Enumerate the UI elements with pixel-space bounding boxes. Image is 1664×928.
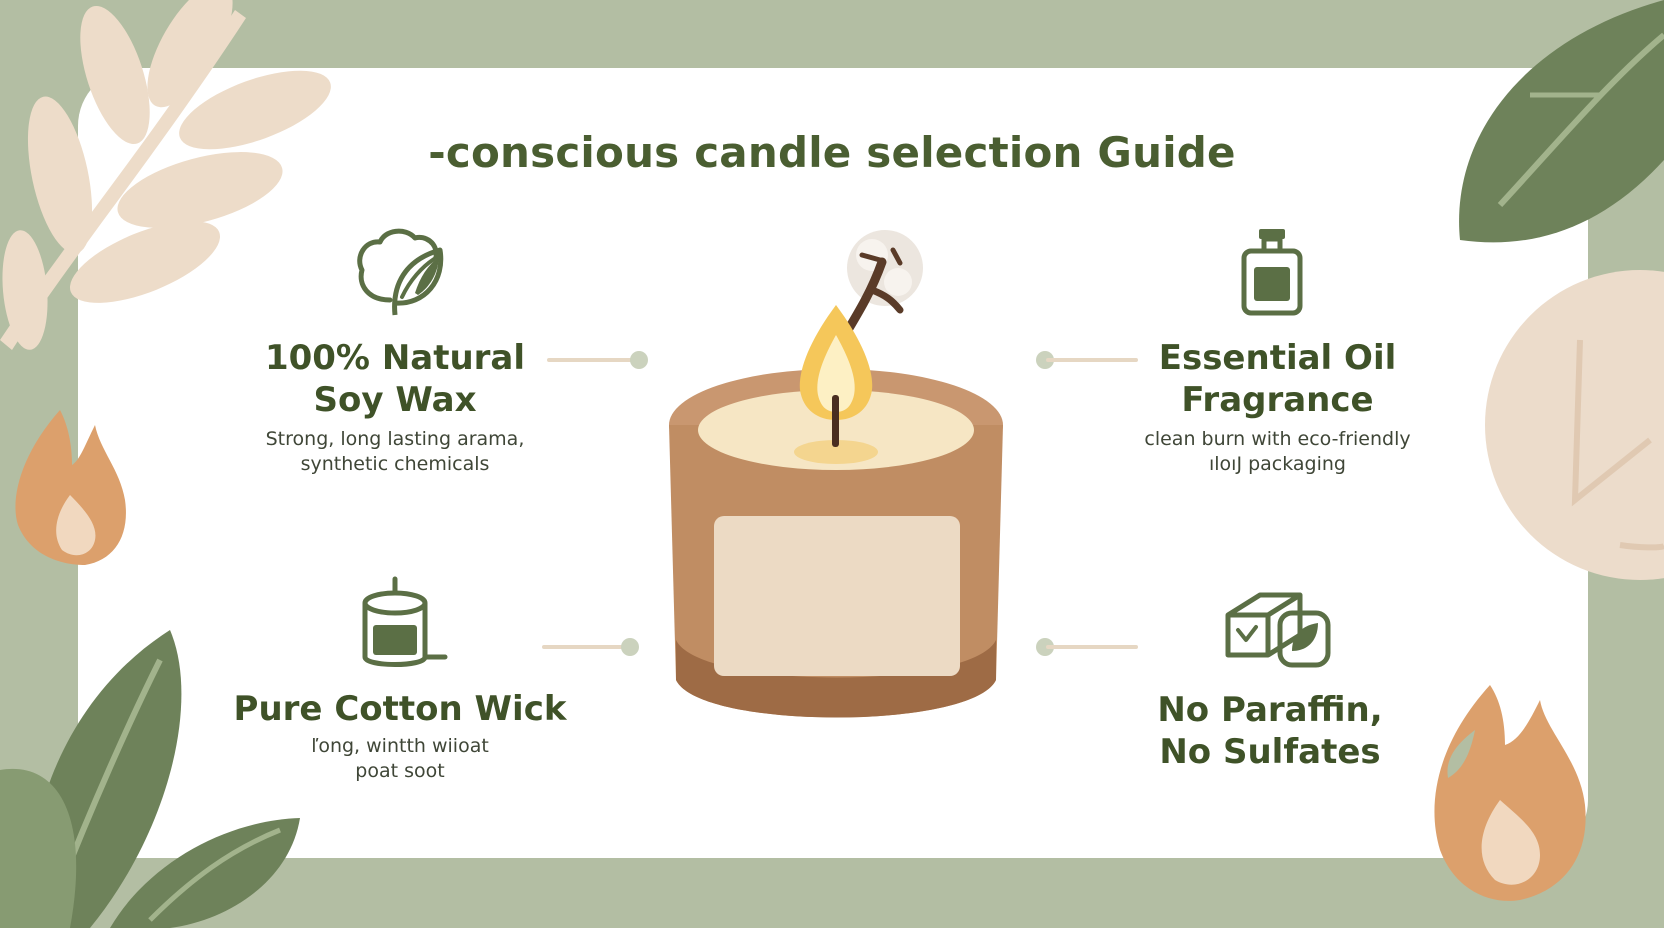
essential-oil-heading: Essential Oil Fragrance: [1158, 338, 1397, 420]
flame-decoration-right-icon: [1434, 685, 1586, 901]
no-paraffin-heading: No Paraffin, No Sulfates: [1157, 690, 1383, 772]
beige-circle-decoration-icon: [1485, 270, 1664, 580]
connector-essential-oil: [1036, 351, 1138, 369]
flame-decoration-left-icon: [15, 410, 126, 565]
cotton-wick-heading: Pure Cotton Wick: [233, 689, 567, 729]
connector-cotton-wick: [542, 638, 639, 656]
beige-sprig-icon: [0, 0, 331, 350]
eco-box-icon: [1225, 592, 1331, 668]
green-leaf-bottom-left-icon: [0, 630, 300, 928]
connector-no-paraffin: [1036, 638, 1138, 656]
candle-jar-icon: [362, 576, 448, 667]
soy-wax-heading: 100% Natural Soy Wax: [264, 338, 526, 420]
connector-soy-wax: [547, 351, 648, 369]
oil-bottle-icon: [1241, 229, 1303, 316]
green-leaf-top-right-icon: [1459, 0, 1664, 243]
soy-wax-description: Strong, long lasting arama, synthetic ch…: [265, 428, 525, 475]
cotton-wick-description: ľong, wintth wiioat poat soot: [311, 735, 489, 782]
page-title: -conscious candle selection Guide: [428, 128, 1236, 177]
cotton-leaf-icon: [357, 228, 444, 316]
candle-illustration-icon: [669, 230, 1003, 718]
essential-oil-description: clean burn with eco-friendly ıloıJ packa…: [1144, 428, 1411, 475]
